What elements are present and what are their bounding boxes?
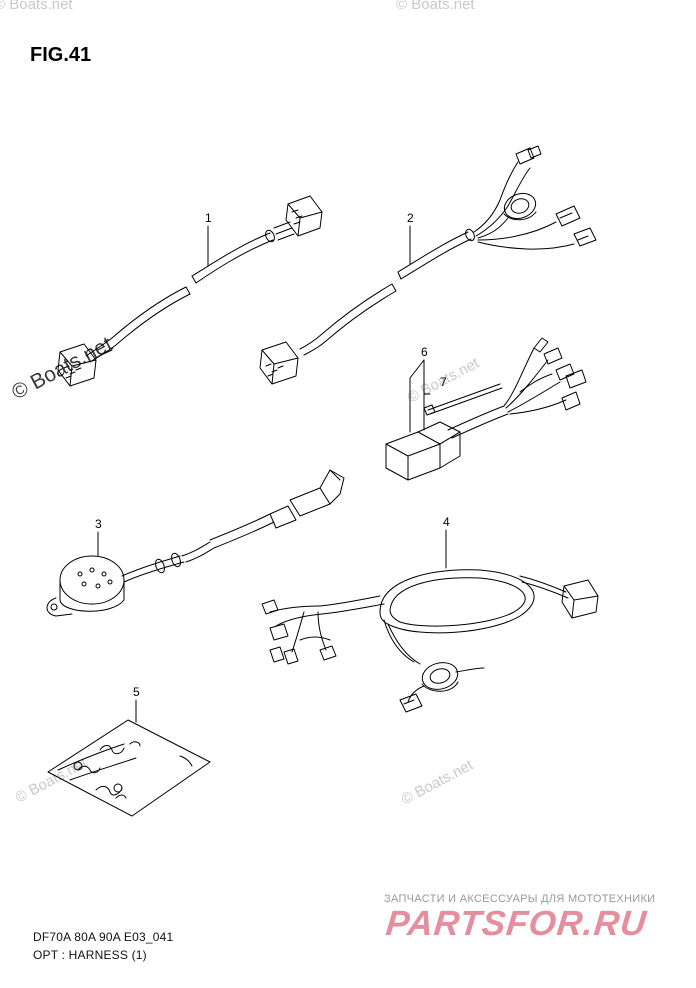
watermark: © Boats.net — [0, 0, 73, 13]
callout-label-3: 3 — [95, 517, 102, 531]
cable-tie-part-7 — [423, 383, 503, 416]
callout-label-2: 2 — [407, 211, 414, 225]
harness-part-6 — [385, 337, 587, 481]
figure-caption: OPT : HARNESS (1) — [33, 948, 147, 962]
callout-label-1: 1 — [205, 211, 212, 225]
parts-bag-5 — [47, 719, 211, 817]
figure-title: FIG.41 — [30, 44, 92, 66]
promo-text: ЗАПЧАСТИ И АКСЕССУАРЫ ДЛЯ МОТОТЕХНИКИ — [384, 893, 656, 905]
harness-part-2 — [259, 145, 597, 385]
callout-label-5: 5 — [133, 685, 140, 699]
sensor-part-3 — [46, 469, 345, 617]
callout-label-4: 4 — [443, 515, 450, 529]
harness-part-4 — [261, 569, 599, 713]
callout-leaders — [97, 225, 447, 723]
callout-label-6: 6 — [421, 345, 428, 359]
partsfor-logo: PARTSFOR.RU — [384, 904, 649, 943]
harness-part-1 — [57, 195, 323, 387]
callout-labels: 1 2 3 4 5 6 7 — [95, 211, 450, 699]
callout-label-7: 7 — [440, 375, 447, 389]
watermark: © Boats.net — [396, 0, 475, 13]
figure-code: DF70A 80A 90A E03_041 — [33, 930, 174, 944]
